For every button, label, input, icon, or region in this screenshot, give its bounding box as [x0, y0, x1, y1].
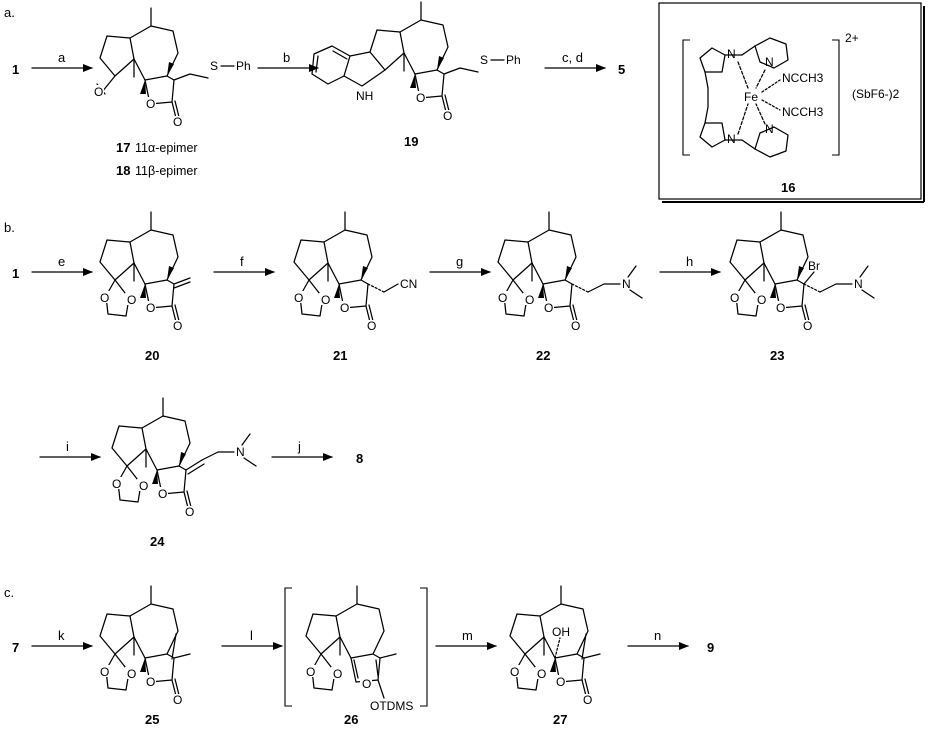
- structure-27: OH: [507, 585, 601, 708]
- thioether-ph-17: Ph: [236, 59, 251, 73]
- svg-text:N: N: [765, 122, 774, 136]
- compound-8-label: 8: [356, 451, 363, 466]
- compound-7-label: 7: [12, 640, 19, 655]
- compound-20-label: 20: [145, 348, 159, 363]
- amine-n-22: N: [622, 277, 631, 291]
- compound-1-row-a: 1: [12, 62, 19, 77]
- hydroxyl-27: OH: [552, 625, 570, 639]
- thioether-s-17: S: [210, 59, 218, 73]
- reagent-cd: c, d: [562, 50, 583, 65]
- svg-text:17: 17: [116, 140, 130, 155]
- structure-23: Br N: [727, 211, 875, 334]
- compound-24-label: 24: [150, 534, 165, 549]
- reagent-h: h: [686, 254, 693, 269]
- structure-17-18: O S Ph: [92, 7, 251, 130]
- compound-5-label: 5: [618, 62, 625, 77]
- catalyst-16-box: 2+ (SbF6-)2 N N N N Fe NCCH3 NCCH3 16: [658, 2, 925, 203]
- reagent-l: l: [250, 628, 253, 643]
- reagent-f: f: [240, 254, 244, 269]
- compound-26-label: 26: [344, 712, 358, 727]
- section-label-a: a.: [4, 5, 15, 20]
- compound-19-label: 19: [404, 134, 418, 149]
- svg-text:N: N: [765, 55, 774, 69]
- section-label-c: c.: [4, 585, 14, 600]
- compound-9-label: 9: [707, 640, 714, 655]
- amine-n-23: N: [854, 277, 863, 291]
- acetonitrile-ligand-1: NCCH3: [782, 71, 824, 85]
- thioether-ph-19: Ph: [506, 53, 521, 67]
- silyl-enol-ether: OTDMS: [370, 699, 413, 713]
- reagent-i: i: [66, 439, 69, 454]
- reagent-n: n: [654, 628, 661, 643]
- reagent-j: j: [297, 439, 301, 454]
- section-label-b: b.: [4, 220, 15, 235]
- structure-21: CN: [291, 211, 417, 334]
- bracket-right-26: [420, 587, 428, 707]
- thioether-s-19: S: [480, 53, 488, 67]
- complex-charge: 2+: [845, 31, 859, 45]
- fe-center: Fe: [744, 90, 758, 104]
- nitrile-cn: CN: [400, 277, 417, 291]
- structure-26: O OTDMS: [303, 585, 413, 713]
- counter-anion: (SbF6-)2: [852, 87, 900, 101]
- bromine-23: Br: [808, 259, 820, 273]
- compound-23-label: 23: [770, 348, 784, 363]
- epimer-18-text: 11β-epimer: [135, 164, 198, 178]
- compound-22-label: 22: [536, 348, 550, 363]
- reagent-e: e: [58, 254, 65, 269]
- acetonitrile-ligand-2: NCCH3: [782, 105, 824, 119]
- structure-22: N: [495, 211, 643, 334]
- reagent-a: a: [58, 50, 66, 65]
- compound-16-label: 16: [781, 180, 795, 195]
- indole-nh: NH: [356, 89, 373, 103]
- epimer-17-text: 11α-epimer: [135, 141, 198, 155]
- compound-27-label: 27: [553, 712, 567, 727]
- amine-n-24: N: [236, 445, 245, 459]
- svg-text:N: N: [727, 47, 736, 61]
- epimer-18-number: 18: [116, 163, 130, 178]
- reagent-m: m: [462, 628, 473, 643]
- structure-19: NH S Ph: [311, 1, 521, 124]
- structure-24: N: [109, 397, 257, 520]
- svg-text:N: N: [727, 132, 736, 146]
- svg-text:O: O: [94, 85, 103, 99]
- structure-20: [97, 211, 191, 334]
- bracket-left-26: [284, 587, 292, 707]
- reagent-b: b: [283, 50, 290, 65]
- svg-text:O: O: [362, 677, 371, 691]
- compound-1-row-b: 1: [12, 266, 19, 281]
- compound-21-label: 21: [333, 348, 347, 363]
- reagent-g: g: [456, 254, 463, 269]
- structure-25: [97, 585, 191, 708]
- epimer-17-number: 17: [116, 140, 130, 155]
- compound-25-label: 25: [145, 712, 159, 727]
- reagent-k: k: [58, 628, 65, 643]
